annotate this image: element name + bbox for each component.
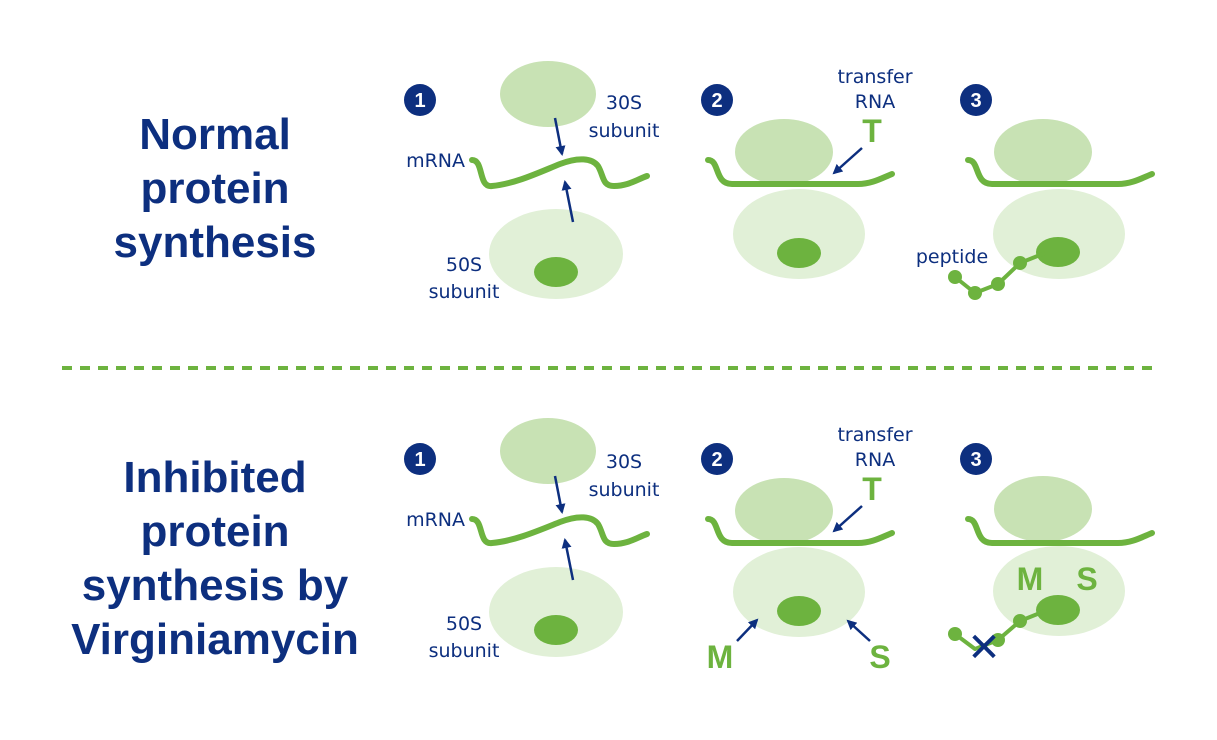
amino-acid <box>991 633 1005 647</box>
step-number-badge <box>960 84 992 116</box>
subunit-30s <box>994 476 1092 542</box>
peptidyl-site <box>534 257 578 287</box>
step-number-badge <box>404 84 436 116</box>
arrow-trna <box>832 147 863 175</box>
label-subunit: subunit <box>429 640 500 662</box>
heading-normal-protein-synthesis: Normal protein synthesis <box>30 108 400 270</box>
label-50s: 50S <box>446 254 482 276</box>
step-number: 2 <box>711 90 722 112</box>
arrow-m-factor <box>736 618 759 642</box>
virginiamycin-m-label: M <box>1017 561 1044 597</box>
normal-step-1: 1 30S subunit mRNA 50S subunit <box>404 61 659 303</box>
heading-line: Virginiamycin <box>71 615 359 664</box>
label-rna: RNA <box>855 449 895 471</box>
virginiamycin-m-label: M <box>707 639 734 675</box>
step-number: 1 <box>414 90 425 112</box>
trna-symbol: T <box>862 113 882 149</box>
step-number-badge <box>701 443 733 475</box>
label-mrna: mRNA <box>406 150 465 172</box>
label-transfer: transfer <box>837 66 912 88</box>
arrow-50s-up <box>561 180 575 223</box>
label-subunit: subunit <box>589 120 660 142</box>
label-30s: 30S <box>606 92 642 114</box>
inhibited-step-1: 1 30S subunit mRNA 50S subunit <box>404 418 659 662</box>
subunit-50s <box>489 209 623 299</box>
mrna-strand <box>705 516 895 546</box>
normal-step-3: 3 peptide <box>916 84 1155 300</box>
amino-acid <box>1013 256 1027 270</box>
heading-inhibited-protein-synthesis: Inhibited protein synthesis by Virginiam… <box>30 451 400 667</box>
label-30s: 30S <box>606 451 642 473</box>
label-50s: 50S <box>446 613 482 635</box>
heading-line: protein <box>140 164 290 213</box>
mrna-strand <box>705 157 895 187</box>
arrow-30s-down <box>553 475 566 514</box>
label-mrna: mRNA <box>406 509 465 531</box>
amino-acid <box>1013 614 1027 628</box>
heading-line: Normal <box>139 110 291 159</box>
peptidyl-site <box>777 238 821 268</box>
step-number-badge <box>960 443 992 475</box>
amino-acid <box>948 627 962 641</box>
heading-line: protein <box>140 507 290 556</box>
step-number: 1 <box>414 449 425 471</box>
subunit-30s <box>735 478 833 544</box>
subunit-30s <box>994 119 1092 185</box>
subunit-50s <box>993 189 1125 279</box>
arrow-30s-down <box>553 117 566 156</box>
mrna-strand <box>965 157 1155 187</box>
peptidyl-site <box>1036 595 1080 625</box>
subunit-50s <box>993 546 1125 636</box>
peptidyl-site <box>534 615 578 645</box>
label-subunit: subunit <box>589 479 660 501</box>
inhibited-step-3: 3 ✕ M S <box>948 443 1155 671</box>
step-number-badge <box>404 443 436 475</box>
virginiamycin-s-label: S <box>869 639 890 675</box>
mrna-strand <box>965 516 1155 546</box>
subunit-50s <box>733 189 865 279</box>
heading-line: synthesis by <box>81 561 349 610</box>
amino-acid <box>948 270 962 284</box>
amino-acid <box>991 277 1005 291</box>
subunit-30s <box>500 418 596 484</box>
block-x-icon: ✕ <box>967 625 1001 671</box>
arrow-trna <box>832 505 863 533</box>
step-number: 3 <box>970 90 981 112</box>
label-subunit: subunit <box>429 281 500 303</box>
subunit-30s <box>500 61 596 127</box>
heading-line: synthesis <box>113 218 317 267</box>
label-peptide: peptide <box>916 246 988 268</box>
step-number: 3 <box>970 449 981 471</box>
normal-step-2: 2 transfer RNA T <box>701 66 913 279</box>
peptidyl-site <box>777 596 821 626</box>
amino-acid <box>968 286 982 300</box>
arrow-50s-up <box>561 538 575 581</box>
mrna-strand <box>469 514 650 548</box>
step-number-badge <box>701 84 733 116</box>
label-transfer: transfer <box>837 424 912 446</box>
subunit-50s <box>489 567 623 657</box>
peptidyl-site <box>1036 237 1080 267</box>
arrow-s-factor <box>846 619 871 642</box>
trna-symbol: T <box>862 471 882 507</box>
subunit-50s <box>733 547 865 637</box>
heading-line: Inhibited <box>123 453 307 502</box>
label-rna: RNA <box>855 91 895 113</box>
virginiamycin-s-label: S <box>1076 561 1097 597</box>
inhibited-step-2: 2 transfer RNA T M S <box>701 424 913 675</box>
step-number: 2 <box>711 449 722 471</box>
subunit-30s <box>735 119 833 185</box>
mrna-strand <box>469 156 650 190</box>
